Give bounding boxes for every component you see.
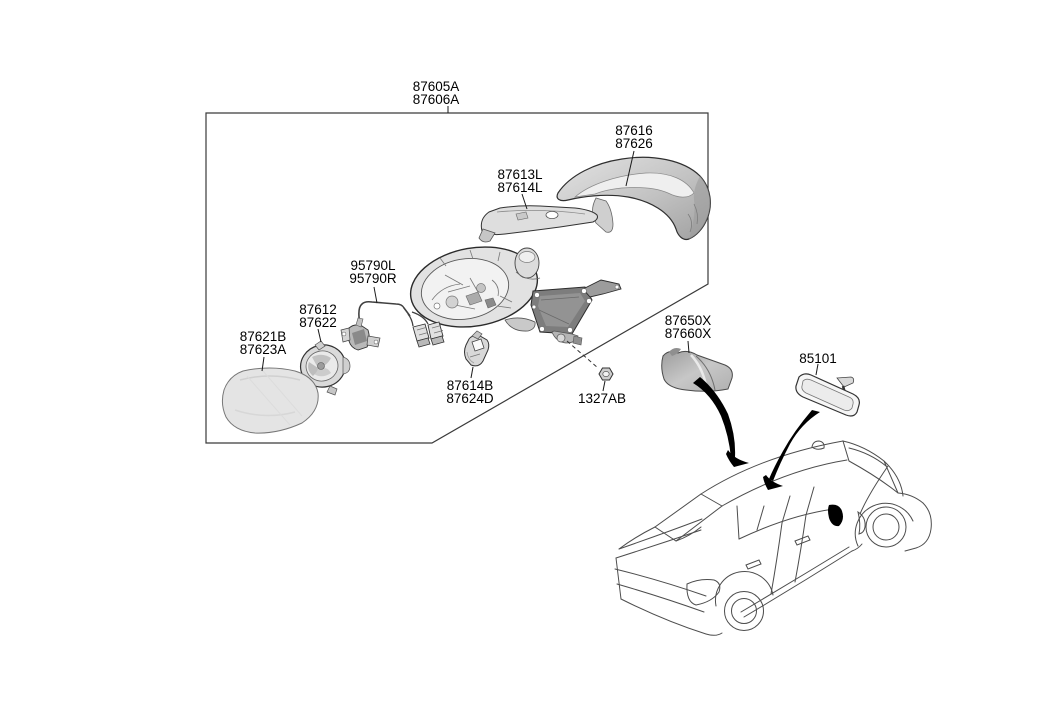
part-number: 87614B bbox=[446, 378, 494, 393]
part-number: 87616 bbox=[615, 123, 653, 138]
part-number: 85101 bbox=[799, 351, 837, 366]
arrow-quarter-cover bbox=[693, 377, 736, 458]
mirror-actuator-drawing bbox=[299, 340, 351, 396]
mirror-cover-drawing bbox=[556, 156, 711, 241]
part-number: 87605A bbox=[412, 79, 460, 94]
inside-rear-view-mirror-drawing bbox=[795, 373, 860, 417]
arrow-inside-mirror bbox=[769, 410, 820, 481]
part-number: 87614L bbox=[497, 180, 543, 195]
part-label-lamp-holder[interactable]: 87614B 87624D bbox=[446, 378, 494, 406]
part-label-actuator[interactable]: 87612 87622 bbox=[299, 302, 337, 330]
part-number: 1327AB bbox=[577, 391, 627, 406]
nut-drawing bbox=[566, 340, 614, 381]
part-label-mirror-glass[interactable]: 87621B 87623A bbox=[239, 329, 287, 357]
part-number: 95790L bbox=[350, 258, 396, 273]
leader-lines bbox=[261, 106, 819, 392]
part-number: 87622 bbox=[299, 315, 337, 330]
part-number: 87660X bbox=[664, 326, 712, 341]
turn-signal-lamp-drawing bbox=[478, 205, 598, 243]
part-label-actuator-harness[interactable]: 95790L 95790R bbox=[349, 258, 397, 286]
part-label-nut[interactable]: 1327AB bbox=[577, 391, 627, 406]
dashed-leader bbox=[566, 340, 599, 369]
part-label-quarter-inside-cover[interactable]: 87650X 87660X bbox=[664, 313, 712, 341]
arrow-quarter-cover-tip bbox=[726, 450, 749, 467]
car-outline-drawing bbox=[614, 440, 932, 636]
part-number: 87613L bbox=[497, 167, 543, 182]
part-number: 87606A bbox=[412, 92, 460, 107]
mirror-glass-drawing bbox=[221, 367, 319, 434]
part-number: 87623A bbox=[239, 342, 287, 357]
mirror-housing-drawing bbox=[409, 246, 541, 332]
lamp-holder-drawing bbox=[464, 330, 490, 367]
part-label-turn-signal-lamp[interactable]: 87613L 87614L bbox=[497, 167, 543, 195]
arrow-inside-mirror-tip bbox=[763, 475, 783, 490]
mounting-bracket-drawing bbox=[530, 279, 622, 346]
part-number: 87650X bbox=[664, 313, 712, 328]
part-label-mirror-assembly[interactable]: 87605A 87606A bbox=[412, 79, 460, 107]
part-label-mirror-cover[interactable]: 87616 87626 bbox=[615, 123, 653, 151]
part-number: 95790R bbox=[349, 271, 397, 286]
wiring-harness-drawing bbox=[340, 300, 445, 351]
part-number: 87612 bbox=[299, 302, 337, 317]
part-number: 87621B bbox=[239, 329, 287, 344]
mirror-location-marker bbox=[828, 504, 843, 527]
part-label-inside-rear-view-mirror[interactable]: 85101 bbox=[799, 351, 837, 366]
part-number: 87626 bbox=[615, 136, 653, 151]
part-number: 87624D bbox=[446, 391, 494, 406]
housing-internal-mechanism bbox=[431, 249, 513, 310]
location-arrows bbox=[693, 377, 843, 527]
assembly-boundary-box bbox=[205, 112, 709, 444]
